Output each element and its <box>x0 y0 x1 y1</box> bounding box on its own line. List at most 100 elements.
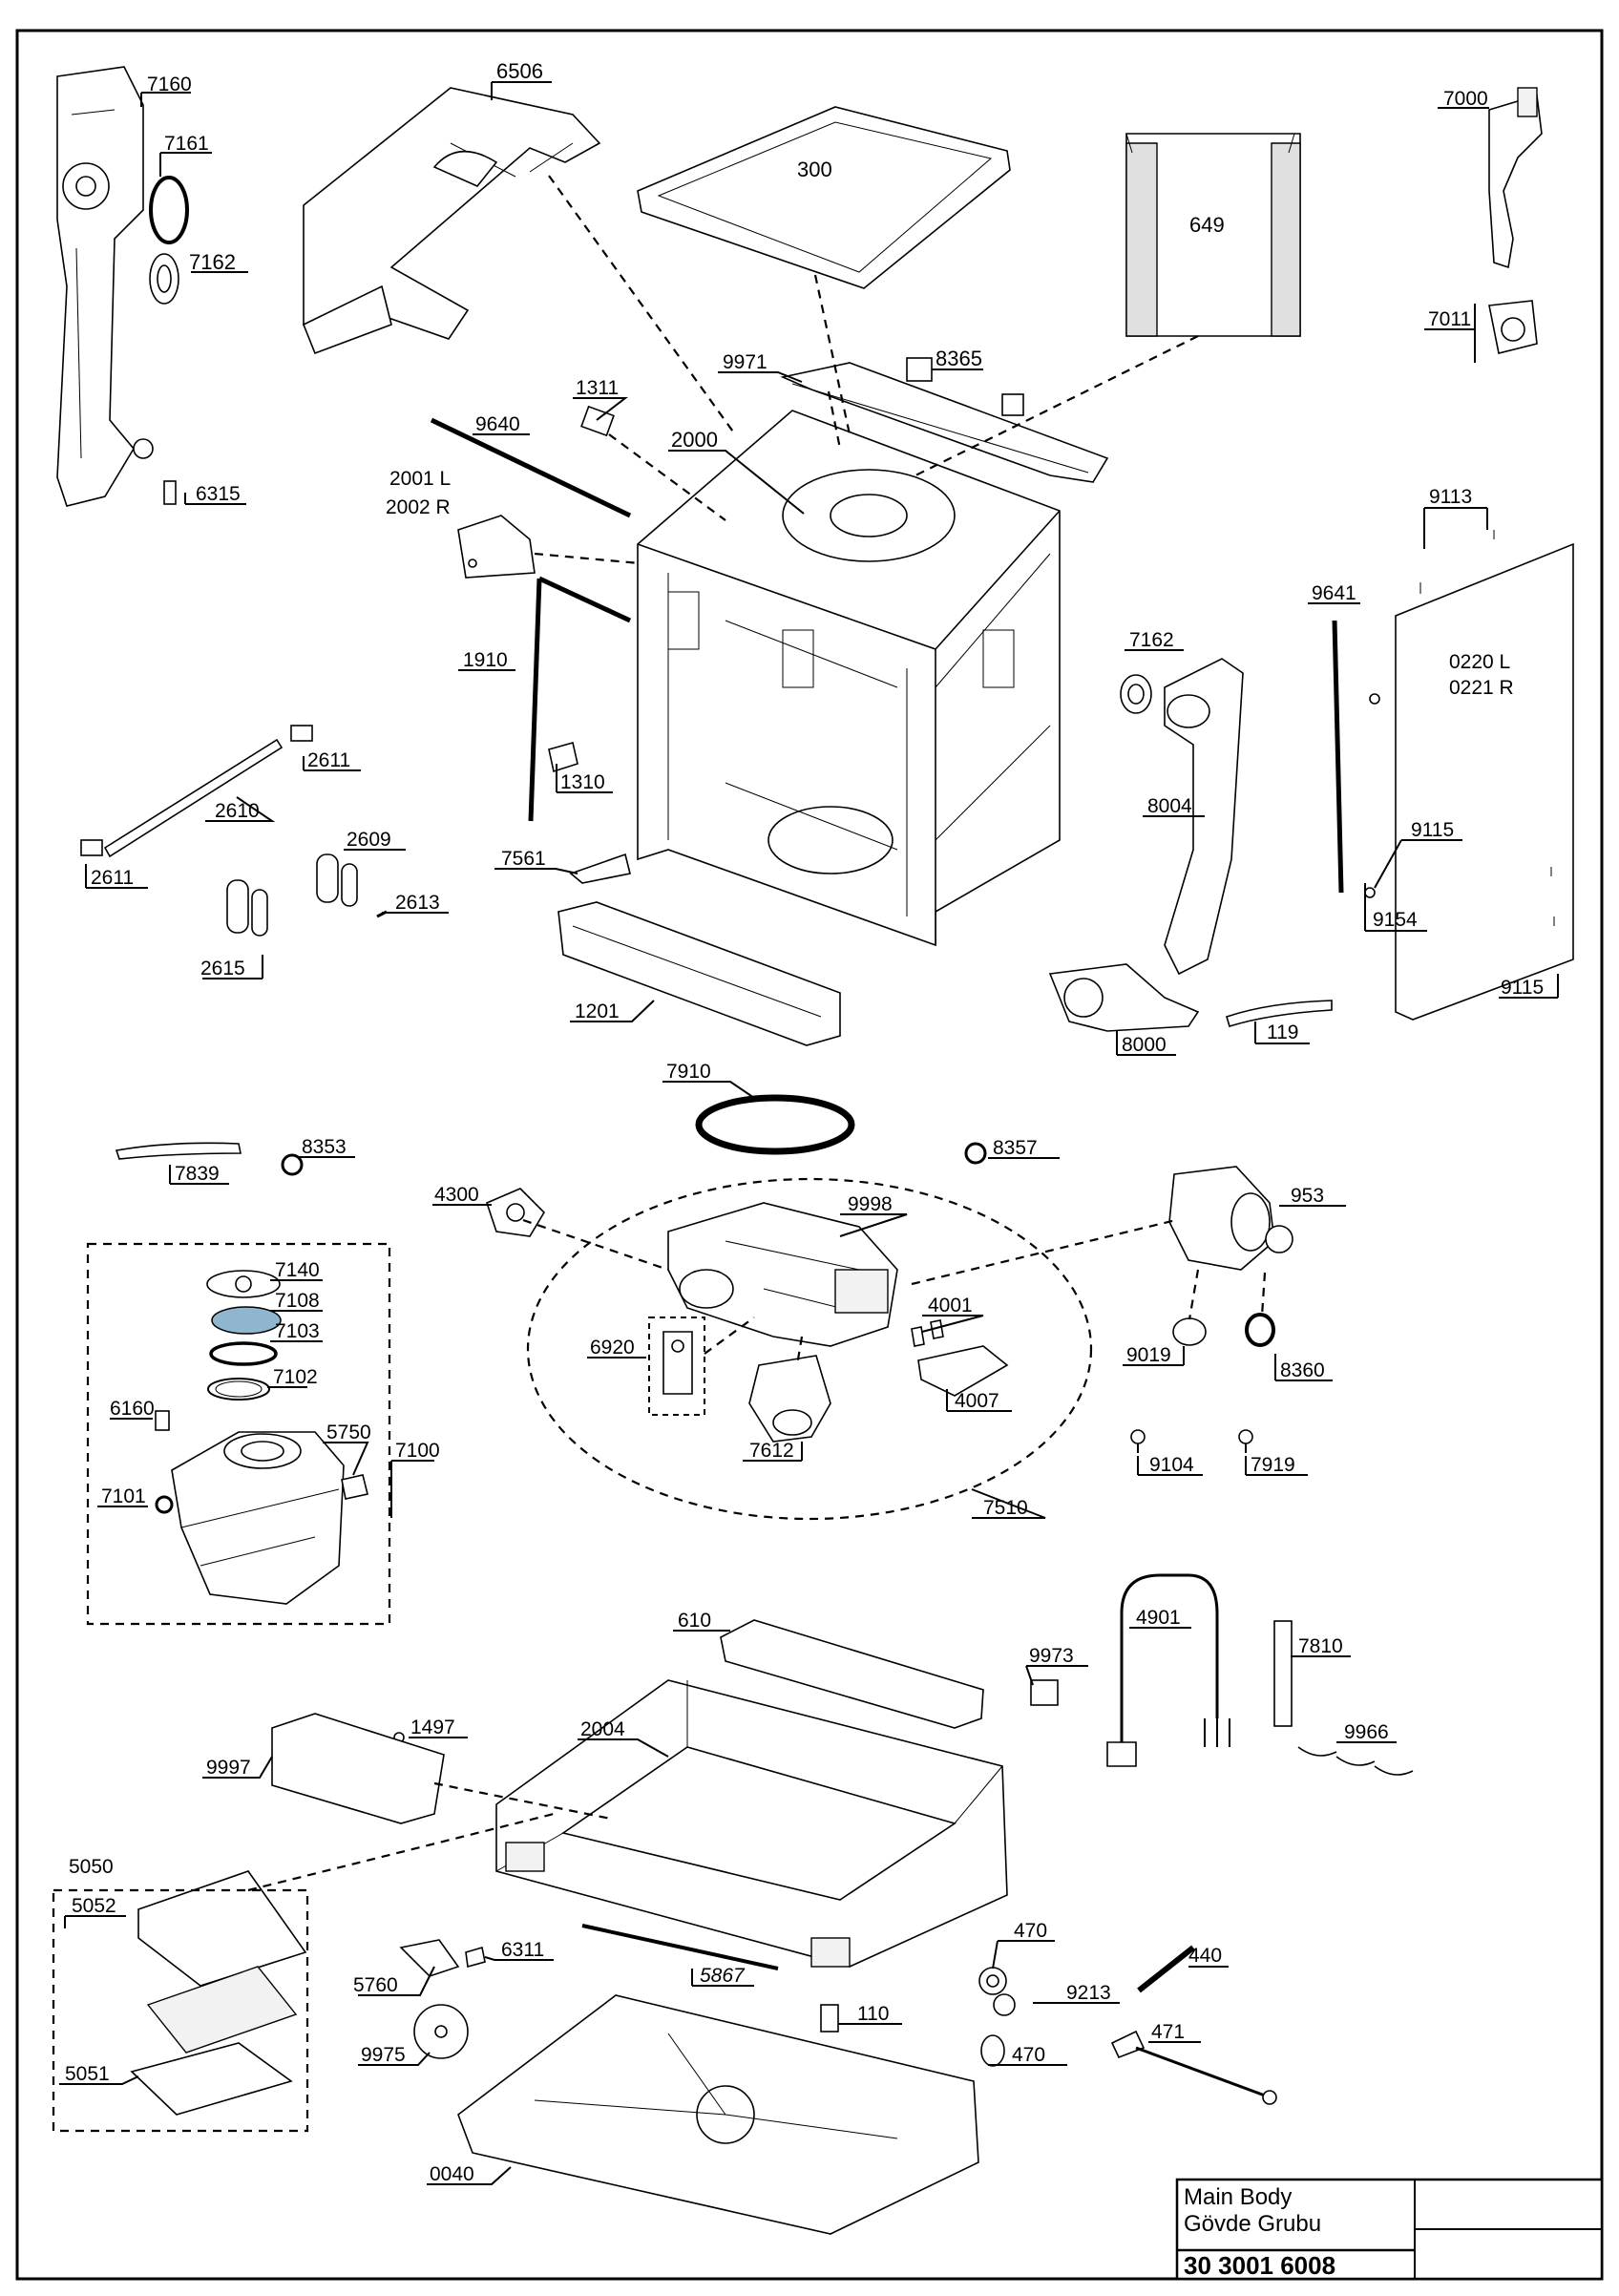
page-frame <box>15 29 1604 2281</box>
title-name-en: Main Body <box>1184 2184 1292 2210</box>
label-470-top: 470 <box>1014 1920 1047 1942</box>
part-2001-bracket <box>457 515 536 579</box>
label-300: 300 <box>797 158 832 181</box>
part-2004-base-frame <box>495 1679 1008 1968</box>
title-block: Main Body Gövde Grubu 30 3001 6008 <box>1175 2178 1604 2281</box>
label-6920: 6920 <box>590 1337 635 1359</box>
label-2609: 2609 <box>347 829 391 851</box>
title-name-tr: Gövde Grubu <box>1184 2211 1321 2237</box>
part-7011-aquastop <box>1488 300 1538 354</box>
label-0221-r: 0221 R <box>1449 677 1514 699</box>
label-7810: 7810 <box>1298 1635 1343 1657</box>
part-470-gear-top <box>978 1967 1007 1995</box>
label-7162-right: 7162 <box>1129 629 1174 651</box>
label-2613: 2613 <box>395 892 440 914</box>
part-8365-clip <box>906 357 1024 416</box>
part-8000-fan <box>1048 963 1200 1032</box>
label-2002-r: 2002 R <box>386 496 451 518</box>
label-9154: 9154 <box>1373 909 1418 931</box>
leader-lines <box>59 81 1559 2185</box>
label-2004: 2004 <box>580 1718 625 1740</box>
label-6160: 6160 <box>110 1398 155 1420</box>
part-7561-bracket <box>569 853 631 884</box>
part-470-gear-bottom <box>980 2034 1005 2067</box>
part-953-heater-pump <box>1168 1166 1293 1271</box>
label-9975: 9975 <box>361 2044 406 2066</box>
label-8357: 8357 <box>993 1137 1038 1159</box>
label-7108: 7108 <box>275 1290 320 1312</box>
part-1910-gasket <box>528 576 632 822</box>
label-5760: 5760 <box>353 1974 398 1996</box>
label-2001-l: 2001 L <box>389 468 451 490</box>
label-6506: 6506 <box>496 59 543 83</box>
part-9997-bracket <box>271 1713 445 1824</box>
label-9019: 9019 <box>1126 1344 1171 1366</box>
part-8357-clamp <box>964 1142 987 1165</box>
part-7161-oring <box>149 176 189 244</box>
part-7839-hose <box>115 1142 242 1160</box>
part-9975-filter <box>413 2004 469 2059</box>
label-2000: 2000 <box>671 428 718 452</box>
part-labels: 7160 7161 7162 6315 6506 300 649 7000 70… <box>65 59 1544 2185</box>
label-8365: 8365 <box>936 347 982 370</box>
label-1910: 1910 <box>463 649 508 671</box>
part-9213-gear <box>993 1993 1016 2016</box>
part-6920-sensor <box>648 1317 705 1416</box>
label-4901: 4901 <box>1136 1607 1181 1629</box>
label-440: 440 <box>1188 1945 1222 1967</box>
part-7919-screw <box>1238 1429 1253 1453</box>
part-2610-rail <box>103 738 284 858</box>
label-7100: 7100 <box>395 1440 440 1462</box>
part-9104-screw <box>1130 1429 1146 1453</box>
label-8360: 8360 <box>1280 1359 1325 1381</box>
label-6315: 6315 <box>196 483 241 505</box>
part-0040-base <box>457 1994 979 2235</box>
label-9973: 9973 <box>1029 1645 1074 1667</box>
part-7100-softener <box>155 1270 368 1605</box>
part-1310-clip <box>548 742 578 773</box>
part-119-hose <box>1226 1000 1333 1028</box>
label-4001: 4001 <box>928 1295 973 1317</box>
label-610: 610 <box>678 1610 711 1632</box>
label-1311: 1311 <box>576 377 619 399</box>
part-110-foot <box>820 2004 839 2033</box>
label-9997: 9997 <box>206 1757 251 1779</box>
part-7810-hose <box>1273 1620 1293 1727</box>
label-119: 119 <box>1267 1022 1298 1043</box>
label-9213: 9213 <box>1066 1982 1111 2004</box>
label-7612: 7612 <box>749 1440 794 1462</box>
label-0220-l: 0220 L <box>1449 651 1510 673</box>
part-2611-clip <box>80 725 313 856</box>
part-9019-seal <box>1172 1317 1207 1346</box>
part-6311-clip <box>465 1946 486 1969</box>
part-300-top-panel <box>637 106 1011 289</box>
part-2000-tub <box>637 410 1061 947</box>
label-5051: 5051 <box>65 2063 110 2085</box>
part-0220-side-panel <box>1364 530 1574 1021</box>
part-7162-seal-right <box>1120 674 1152 714</box>
part-9641-strip <box>1332 620 1344 894</box>
label-7161: 7161 <box>164 133 209 155</box>
part-7162-seal <box>149 253 179 305</box>
label-1497: 1497 <box>410 1717 455 1738</box>
label-4007: 4007 <box>955 1390 999 1412</box>
label-9104: 9104 <box>1149 1454 1194 1476</box>
part-9640-strip <box>430 417 632 518</box>
label-4300: 4300 <box>434 1184 479 1206</box>
part-5867-strip <box>581 1924 779 1970</box>
label-9966: 9966 <box>1344 1721 1389 1743</box>
label-7919: 7919 <box>1251 1454 1295 1476</box>
label-9998: 9998 <box>848 1193 893 1215</box>
part-4007-filter <box>917 1345 1009 1397</box>
part-6506-cover <box>302 87 601 355</box>
label-7140: 7140 <box>275 1259 320 1281</box>
label-7910: 7910 <box>666 1061 711 1083</box>
part-6315-clip <box>163 480 177 505</box>
label-9640: 9640 <box>475 413 520 435</box>
label-9115-bottom: 9115 <box>1501 977 1544 999</box>
label-2611-top: 2611 <box>307 749 350 771</box>
label-7000: 7000 <box>1443 88 1488 110</box>
label-1310: 1310 <box>560 771 605 793</box>
